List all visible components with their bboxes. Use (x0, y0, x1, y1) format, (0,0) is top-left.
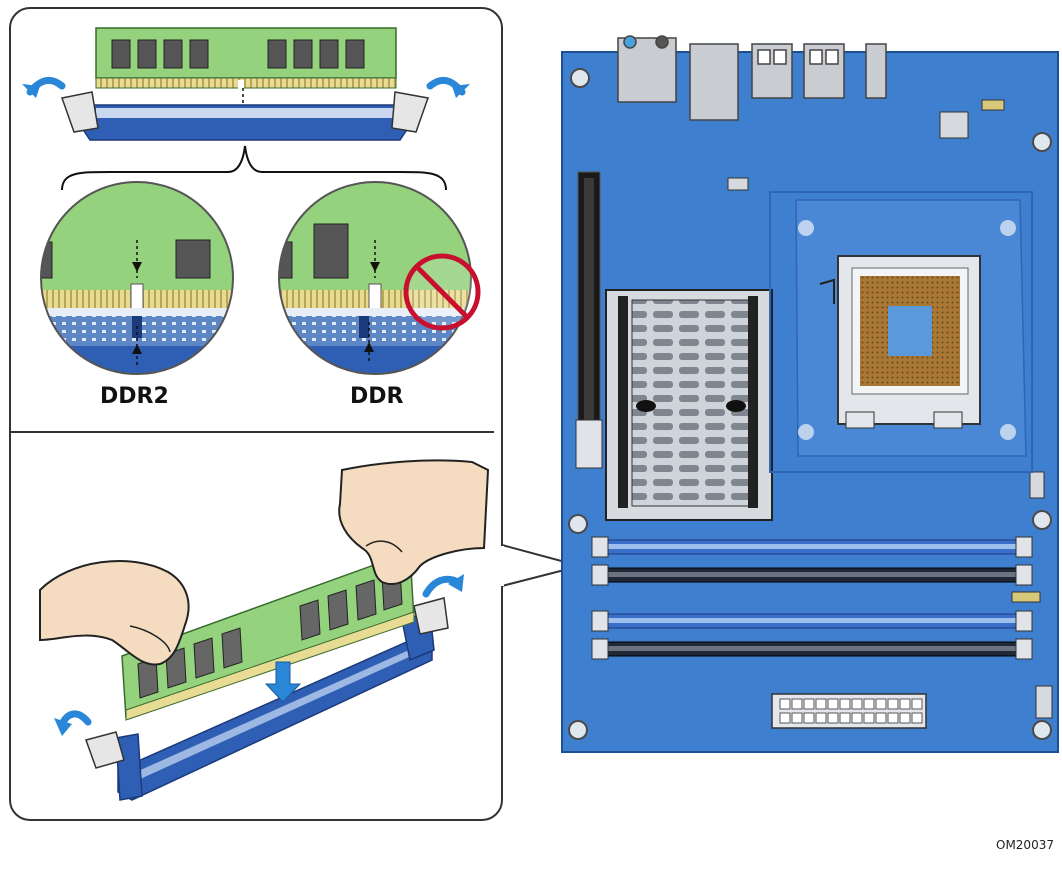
dimm-slot-2[interactable] (591, 564, 1033, 586)
retention-clip-right[interactable] (391, 91, 430, 133)
back-io-ports (617, 35, 887, 121)
dimm-insertion-illustration (39, 459, 490, 801)
zoom-bracket (61, 145, 447, 191)
motherboard (561, 35, 1059, 753)
dimm-slot-1[interactable] (591, 536, 1033, 558)
prohibited-icon (403, 253, 481, 331)
dimm-slot-3[interactable] (591, 610, 1033, 632)
memory-slot-top (61, 91, 430, 141)
ddr-zoom-circle (278, 181, 472, 375)
ddr2-label: DDR2 (100, 384, 169, 409)
figure-code: OM20037 (996, 838, 1054, 852)
ddr-label: DDR (350, 384, 404, 409)
retention-clip-right[interactable] (413, 597, 449, 635)
chipset-heatsink (605, 289, 773, 521)
hand-left (39, 560, 190, 666)
atx-power-connector (771, 693, 927, 729)
retention-clip-left[interactable] (85, 731, 125, 769)
dimm-slot-4[interactable] (591, 638, 1033, 660)
cpu-socket (769, 191, 1033, 473)
retention-clip-left[interactable] (61, 91, 99, 133)
ddr2-zoom-circle (40, 181, 234, 375)
down-arrow-icon (264, 661, 302, 703)
dimm-module-top (95, 27, 397, 90)
mounting-hole (568, 68, 1052, 740)
hand-right (338, 459, 490, 585)
pcie-slot (575, 171, 603, 469)
